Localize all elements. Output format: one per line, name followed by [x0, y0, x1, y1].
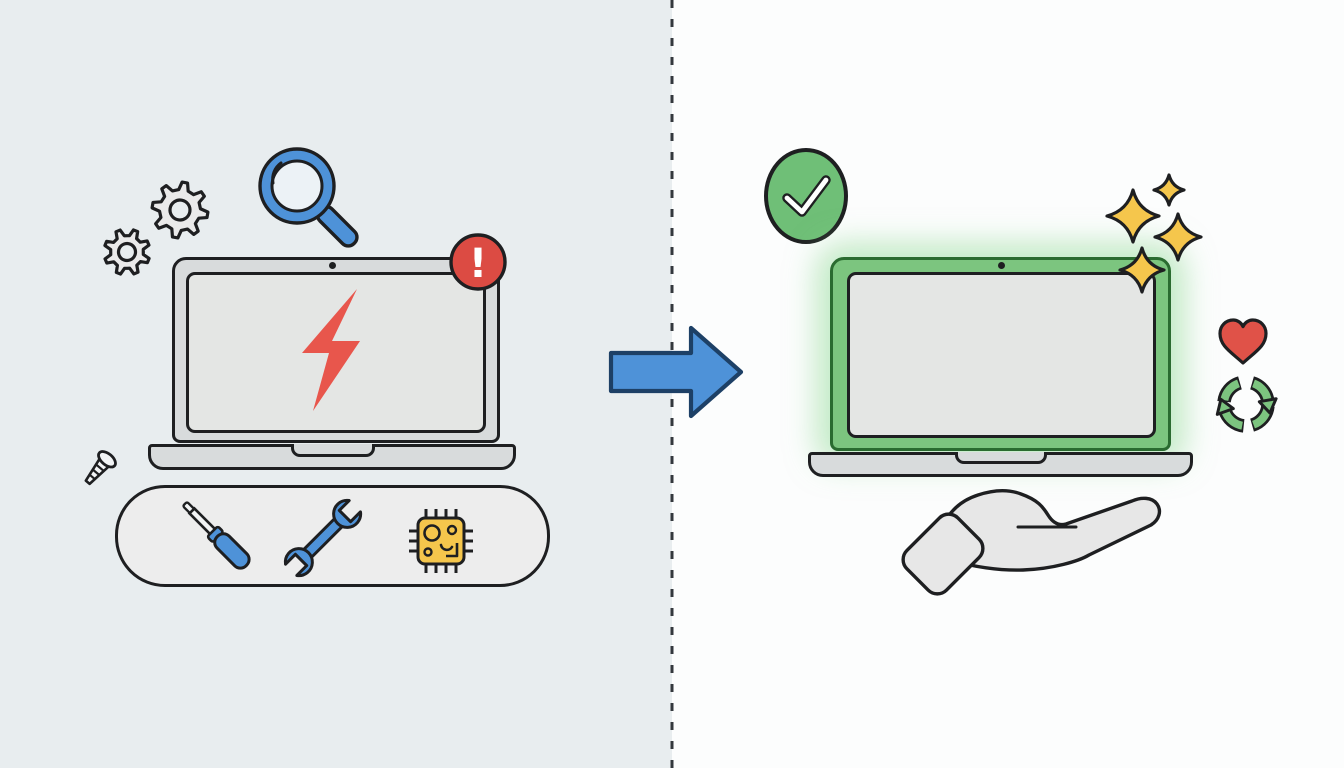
hand-cuff	[901, 512, 985, 596]
palm	[937, 489, 1162, 572]
before-panel: !	[0, 0, 672, 768]
recycle-icon	[1215, 376, 1278, 433]
hand-icon	[901, 489, 1162, 596]
heart-icon	[1218, 318, 1268, 365]
exclamation-mark: !	[469, 241, 487, 287]
magnifying-glass-icon	[258, 147, 359, 248]
magnifier-lens	[270, 159, 324, 213]
sparkle-icon	[1118, 246, 1166, 294]
hinge-notch	[291, 444, 375, 457]
sparkle-icon	[1105, 188, 1161, 244]
checkmark	[784, 177, 829, 215]
wrench-icon	[283, 498, 363, 578]
screw-icon	[84, 450, 117, 486]
hinge-notch	[955, 452, 1047, 464]
transformation-arrow	[608, 325, 744, 419]
gear-icon-large	[150, 180, 210, 240]
lightning-bolt-icon	[302, 289, 360, 411]
webcam-dot	[998, 262, 1005, 269]
webcam-dot	[329, 262, 336, 269]
sparkles-icon	[1105, 173, 1203, 294]
chip-icon	[409, 509, 473, 573]
alert-badge-icon: !	[449, 233, 507, 291]
repaired-laptop-screen	[847, 272, 1156, 438]
lens-highlight	[271, 161, 283, 185]
checkmark-badge-icon	[764, 148, 848, 244]
gear-icon-small	[103, 228, 151, 276]
screwdriver-icon	[182, 501, 251, 570]
sparkle-icon	[1152, 173, 1186, 207]
gears-icon	[103, 180, 210, 276]
sparkle-icon	[1153, 212, 1203, 262]
